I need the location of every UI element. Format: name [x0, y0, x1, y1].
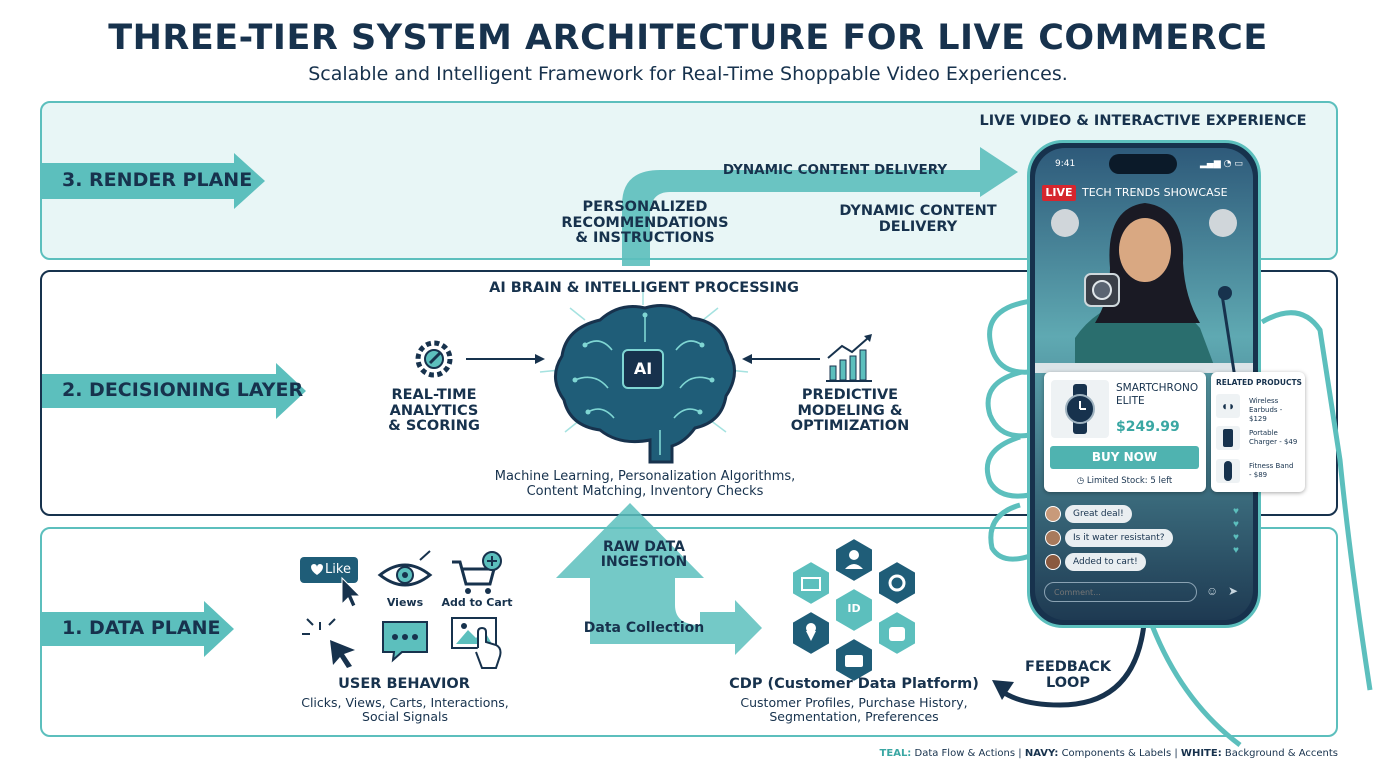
add-to-cart-icon [452, 551, 502, 594]
product-image [1051, 380, 1109, 438]
stream-title: TECH TRENDS SHOWCASE [1082, 186, 1228, 199]
hand-outline [984, 297, 1373, 747]
add-to-cart-label: Add to Cart [441, 596, 513, 609]
floating-hearts: ♥♥♥♥ [1233, 506, 1239, 556]
image-tap-icon [451, 617, 502, 669]
content-delivery-arrow [622, 147, 1018, 266]
predictive-chart-icon [826, 334, 872, 382]
hex-gear [877, 559, 917, 607]
phone-notch [1109, 154, 1177, 174]
related-item-charger[interactable]: Portable Charger - $49 [1216, 426, 1302, 452]
related-item-earbuds[interactable]: ◖◗ Wireless Earbuds - $129 [1216, 394, 1302, 423]
host-illustration [1035, 203, 1253, 379]
comment-input[interactable] [1044, 582, 1197, 602]
fitness-band-icon [1216, 459, 1240, 483]
data-collection-label: Data Collection [583, 620, 705, 636]
raw-data-ingestion-arrow [556, 503, 762, 655]
status-time: 9:41 [1055, 159, 1076, 169]
views-eye-icon [377, 550, 433, 587]
hex-network [791, 559, 831, 607]
charger-icon [1216, 426, 1240, 450]
feedback-loop-label: FEEDBACK LOOP [1025, 659, 1111, 691]
watch-icon [1065, 384, 1095, 434]
click-cursor-icon [302, 618, 355, 668]
related-item-fitness-band[interactable]: Fitness Band - $89 [1216, 459, 1302, 485]
stock-notice: ◷ Limited Stock: 5 left [1076, 476, 1173, 486]
render-plane-arrow [42, 153, 265, 209]
recommendations-label: PERSONALIZED RECOMMENDATIONS & INSTRUCTI… [561, 199, 729, 247]
ai-brain-title: AI BRAIN & INTELLIGENT PROCESSING [489, 280, 799, 296]
chat-message: Added to cart! [1065, 553, 1146, 571]
chat-message: Great deal! [1065, 505, 1132, 523]
cdp-desc: Customer Profiles, Purchase History, Seg… [740, 695, 968, 725]
hex-id [834, 586, 874, 634]
earbuds-icon: ◖◗ [1216, 394, 1240, 418]
user-behavior-title: USER BEHAVIOR [338, 676, 470, 692]
product-name: SMARTCHRONO ELITE [1116, 382, 1199, 408]
analytics-label: REAL-TIME ANALYTICS & SCORING [388, 387, 480, 435]
data-plane-arrow [42, 601, 234, 657]
cdp-hex-glyphs [801, 550, 906, 667]
decisioning-layer-arrow [42, 363, 306, 419]
dynamic-delivery-label: DYNAMIC CONTENT DELIVERY [839, 203, 997, 235]
like-icon [300, 557, 362, 608]
clock-icon: ◷ [1076, 476, 1085, 486]
content-delivery-flow-label: DYNAMIC CONTENT DELIVERY [722, 162, 948, 178]
data-plane-label: 1. DATA PLANE [62, 617, 221, 639]
chat-avatar [1045, 506, 1061, 522]
page-subtitle: Scalable and Intelligent Framework for R… [308, 63, 1068, 85]
page-title: THREE-TIER SYSTEM ARCHITECTURE FOR LIVE … [108, 18, 1268, 58]
raw-data-ingestion-label: RAW DATA INGESTION [600, 539, 688, 571]
analytics-gear-icon [415, 340, 453, 378]
views-label: Views [386, 596, 424, 609]
predictive-label: PREDICTIVE MODELING & OPTIMIZATION [790, 387, 910, 435]
cdp-id-badge: ID [847, 602, 861, 615]
social-chat-icon [382, 621, 428, 663]
ai-brain-icon [539, 290, 749, 464]
brain-description: Machine Learning, Personalization Algori… [494, 469, 796, 499]
chat-avatar [1045, 530, 1061, 546]
like-label: Like [325, 562, 351, 577]
related-products-title: RELATED PRODUCTS [1216, 378, 1302, 387]
decisioning-layer-label: 2. DECISIONING LAYER [62, 379, 304, 401]
render-plane-label: 3. RENDER PLANE [62, 169, 253, 191]
live-badge: LIVE [1042, 185, 1076, 201]
ai-badge: AI [633, 359, 653, 378]
chat-avatar [1045, 554, 1061, 570]
buy-now-button[interactable]: BUY NOW [1050, 446, 1199, 469]
user-behavior-desc: Clicks, Views, Carts, Interactions, Soci… [301, 695, 509, 725]
feedback-loop-arrow [998, 611, 1148, 708]
product-price: $249.99 [1116, 419, 1180, 435]
status-signal-icons: ▂▄▆ ◔ ▭ [1200, 159, 1243, 169]
color-legend: TEAL: Data Flow & Actions | NAVY: Compon… [879, 748, 1338, 759]
chat-message: Is it water resistant? [1065, 529, 1173, 547]
emoji-icon[interactable]: ☺ [1206, 584, 1219, 598]
send-icon[interactable]: ➤ [1228, 584, 1239, 598]
cdp-title: CDP (Customer Data Platform) [729, 676, 979, 692]
experience-title: LIVE VIDEO & INTERACTIVE EXPERIENCE [979, 113, 1307, 129]
